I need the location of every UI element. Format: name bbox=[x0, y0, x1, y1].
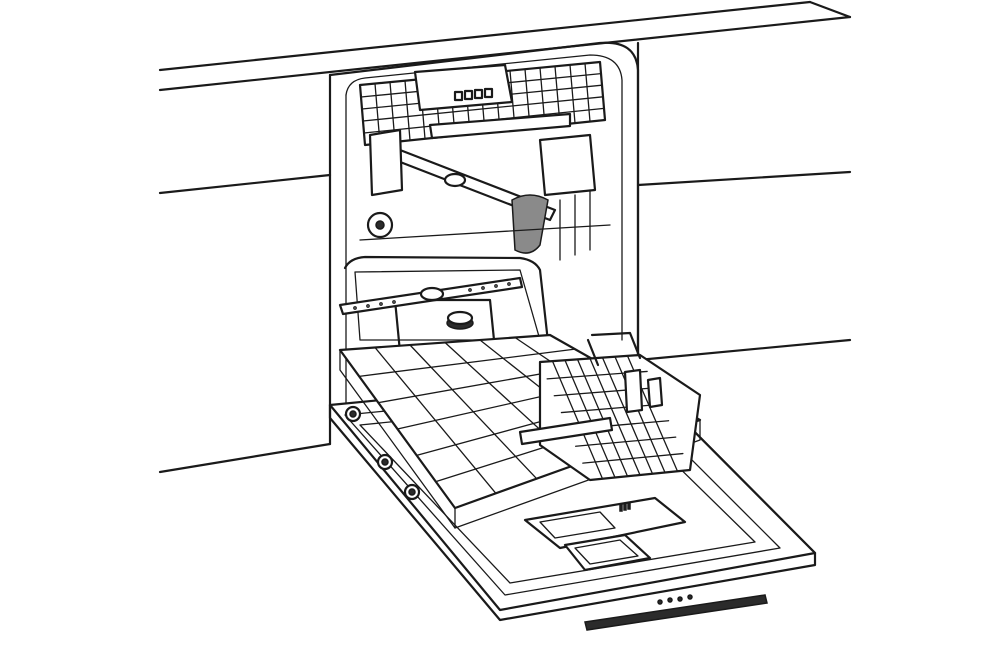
control-buttons bbox=[657, 594, 693, 605]
lower-rack-wire bbox=[358, 348, 576, 377]
spray-holes bbox=[353, 282, 511, 310]
upper-rack-wire bbox=[404, 80, 411, 141]
upper-rack-wire bbox=[584, 62, 591, 123]
basket-wire bbox=[601, 356, 654, 475]
basket-wire bbox=[551, 360, 604, 480]
basket-wire bbox=[560, 403, 663, 414]
upper-rack-icon bbox=[358, 60, 611, 261]
upper-rack-wire bbox=[569, 64, 576, 124]
basket-wire bbox=[576, 358, 629, 477]
door-vent-icon bbox=[584, 594, 768, 631]
basket-wire bbox=[614, 356, 666, 474]
silverware-basket-icon bbox=[518, 331, 702, 482]
basket-wire bbox=[582, 452, 684, 464]
basket-wire bbox=[575, 436, 677, 447]
cup-shelf-slots bbox=[453, 87, 494, 102]
basket-wire bbox=[564, 359, 616, 479]
upper-rack-wire bbox=[362, 96, 604, 122]
basket-wire bbox=[589, 357, 641, 476]
detergent-dispenser-icon bbox=[523, 496, 687, 572]
